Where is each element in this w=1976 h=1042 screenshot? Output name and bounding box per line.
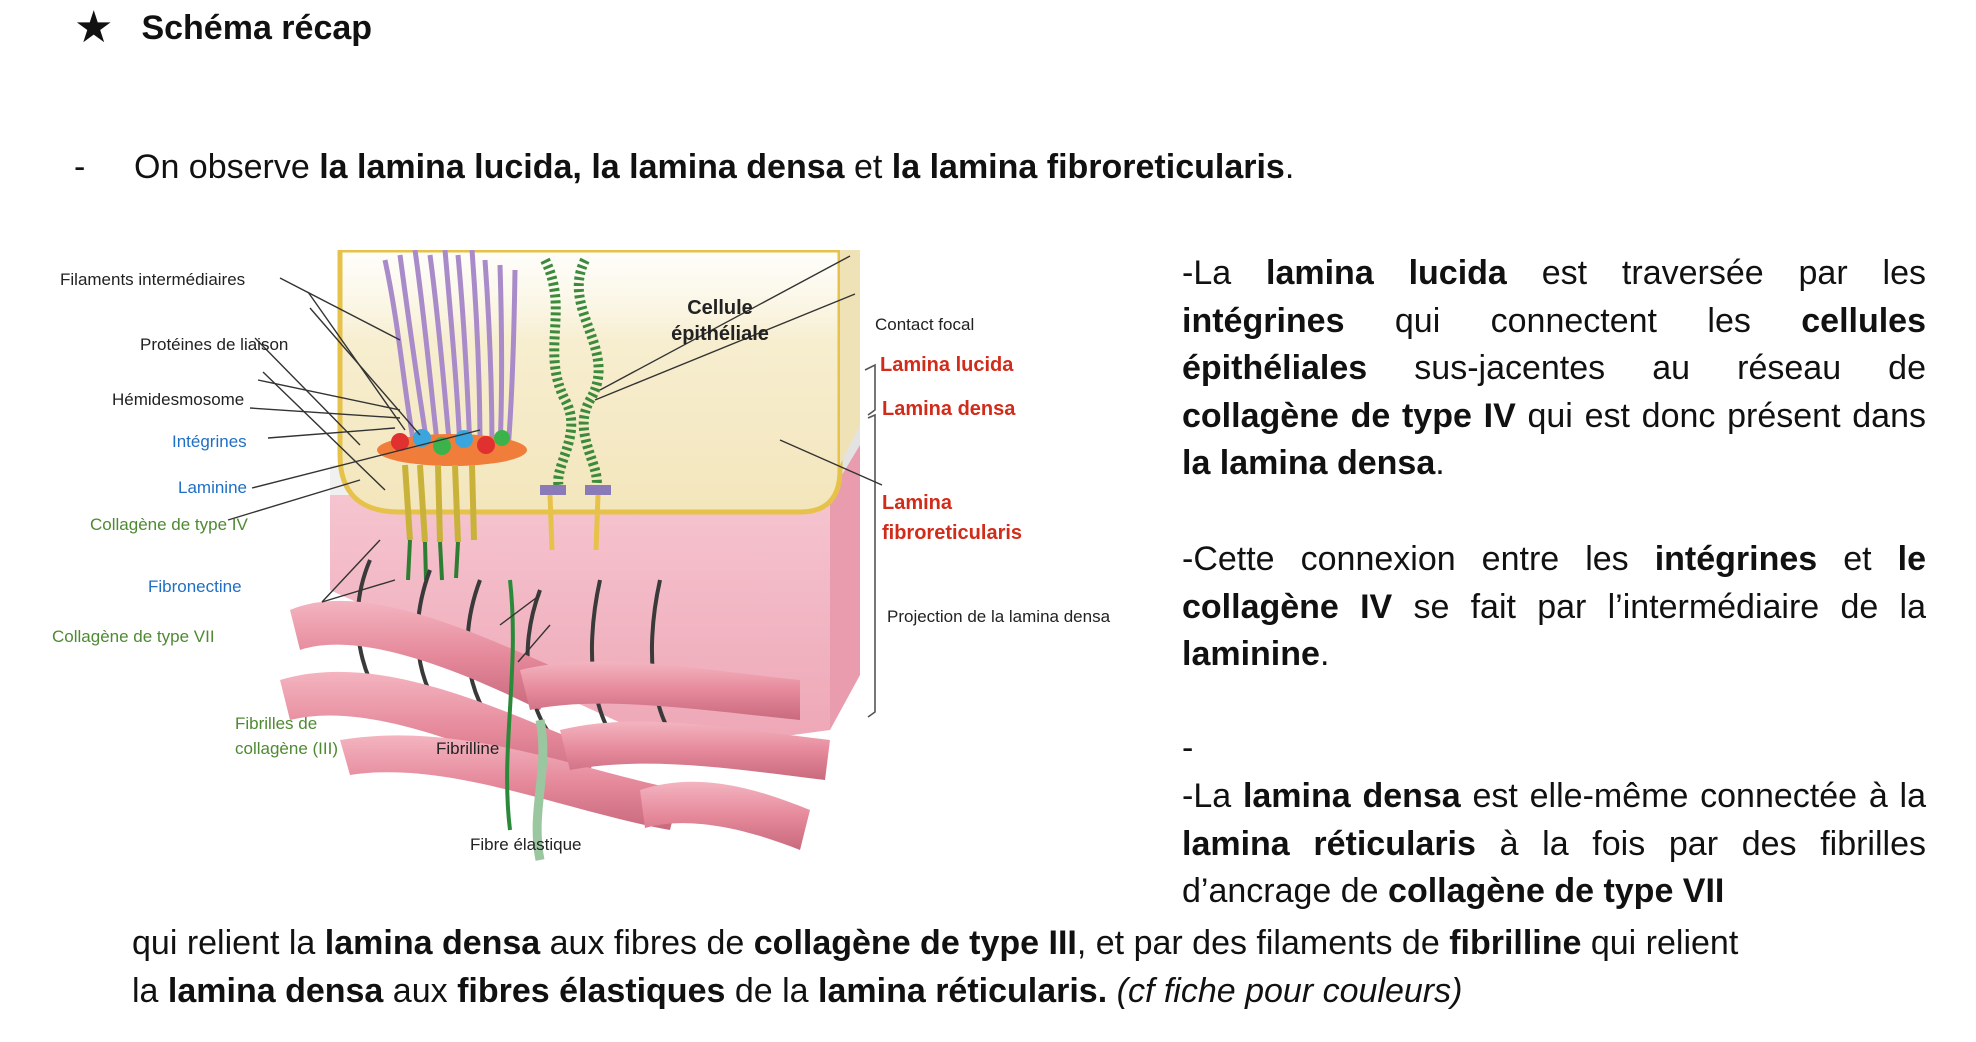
focal-contact xyxy=(540,257,611,551)
leader-lines xyxy=(227,255,883,663)
label-contact-focal: Contact focal xyxy=(875,315,975,334)
laminin xyxy=(406,539,460,581)
star-icon: ★ xyxy=(74,3,114,52)
label-collagene-iv: Collagène de type IV xyxy=(90,515,248,534)
fibrillin-elastic xyxy=(505,579,548,861)
figure-illustration xyxy=(227,250,883,861)
empty-bullet: - xyxy=(1182,729,1194,767)
label-lamina-lucida: Lamina lucida xyxy=(880,354,1014,376)
label-fibronectine: Fibronectine xyxy=(148,577,242,596)
label-cellule-epitheliale: Cellule épithéliale xyxy=(671,297,769,345)
paragraph-lamina-densa-last: la lamina densa aux fibres élastiques de… xyxy=(132,972,1463,1010)
label-laminine: Laminine xyxy=(178,478,247,497)
label-integrines: Intégrines xyxy=(172,432,247,451)
label-collagene-vii: Collagène de type VII xyxy=(52,627,215,646)
paragraph-connexion: -Cette connexion entre les intégrines et… xyxy=(1182,540,1926,673)
bullet-dash: - xyxy=(74,148,86,186)
basement-membrane-figure: Filaments intermédiaires Protéines de li… xyxy=(40,250,1150,870)
label-proteines-liaison: Protéines de liaison xyxy=(140,335,289,354)
label-fibrilles-2: collagène (III) xyxy=(235,739,338,758)
layer-brackets xyxy=(864,363,876,718)
label-fibre-elastique: Fibre élastique xyxy=(470,835,582,854)
intro-bullet: - On observe la lamina lucida, la lamina… xyxy=(74,148,1294,187)
intro-text: On observe la lamina lucida, la lamina d… xyxy=(134,148,1295,186)
label-projection: Projection de la lamina densa xyxy=(887,607,1111,626)
label-fibrilles-1: Fibrilles de xyxy=(235,714,318,733)
hemidesmosome xyxy=(377,429,527,466)
heading-title: Schéma récap xyxy=(141,8,373,47)
label-hemidesmosome: Hémidesmosome xyxy=(112,390,245,409)
paragraph-lamina-densa-continued: qui relient la lamina densa aux fibres d… xyxy=(132,924,1739,962)
label-lamina-densa: Lamina densa xyxy=(882,398,1016,420)
paragraph-lamina-densa: -La lamina densa est elle-même connectée… xyxy=(1182,777,1926,910)
paragraph-lamina-lucida: -La lamina lucida est traversée par les … xyxy=(1182,254,1926,482)
label-filaments: Filaments intermédiaires xyxy=(60,270,246,289)
section-heading: ★ Schéma récap xyxy=(74,6,372,50)
integrins xyxy=(402,464,477,543)
collagen-iii-fibres xyxy=(280,600,830,850)
label-lamina-fibroreticularis: Lamina fibroreticularis xyxy=(882,492,1023,544)
label-fibrilline: Fibrilline xyxy=(436,739,500,758)
intermediate-filaments xyxy=(382,250,518,451)
